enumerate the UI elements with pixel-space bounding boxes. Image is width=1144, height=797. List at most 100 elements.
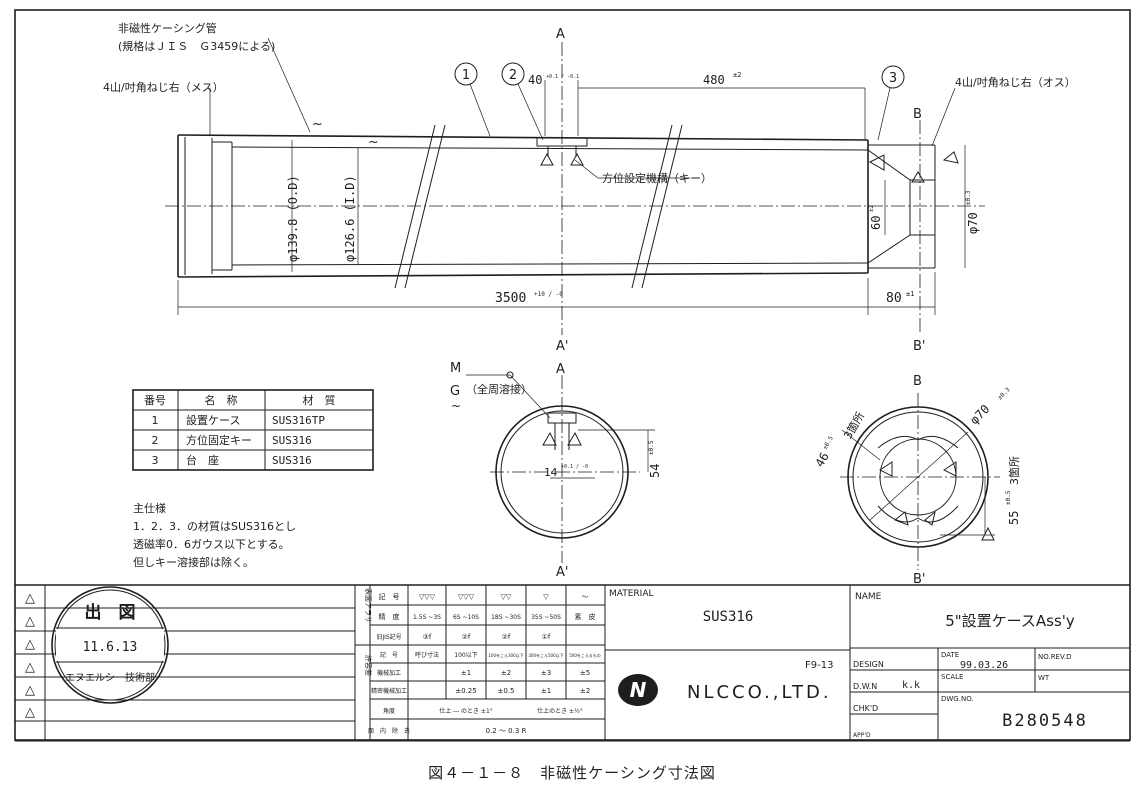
design-label: DESIGN [853, 660, 884, 669]
finish-r5-c3: ±1 [461, 669, 471, 677]
date-value: 99.03.26 [960, 660, 1008, 671]
section-a-bottom-mark-2: A' [556, 565, 568, 580]
finish-r2-c4: 18S ~30S [491, 614, 521, 621]
dim-54-tolerance: ±0.5 [648, 440, 655, 455]
finish-r4-c2: 呼び寸法 [415, 651, 439, 659]
dim-40: 40 [528, 73, 542, 87]
dim-55: 55 [1007, 511, 1021, 525]
dim-80-tolerance: ±1 [906, 290, 914, 298]
parts-row-2-name: 方位固定キー [186, 433, 252, 447]
parts-row-3-name: 台 座 [186, 453, 219, 467]
casing-spec-label: (規格はＪＩＳ Ｇ3459による) [118, 39, 275, 53]
finish-r2-c3: 6S ~10S [453, 614, 479, 621]
parts-row-3-material: SUS316 [272, 454, 312, 467]
revision-mark-2: △ [25, 614, 35, 629]
dim-70-b: φ70 [967, 402, 992, 427]
dim-80: 80 [886, 291, 902, 306]
finish-r1-c3: ▽▽▽ [458, 593, 475, 601]
finish-r2-c5: 35S ~50S [531, 614, 561, 621]
finish-r3-c5: ①f [542, 633, 551, 641]
balloon-2-label: 2 [509, 68, 517, 83]
section-a-view [466, 371, 655, 563]
balloon-3 [881, 65, 905, 89]
casing-pipe-label: 非磁性ケーシング管 [118, 21, 217, 35]
section-b-bottom-mark-2: B' [913, 572, 926, 587]
finish-r1-c1: 記 号 [379, 592, 400, 601]
finish-r4-c4: 100をこえ300以下 [488, 652, 523, 658]
finish-r8-c2: 0.2 ～ 0.3 R [486, 727, 527, 735]
dwg-no-value: B280548 [1002, 711, 1088, 731]
dim-40-tolerance: +0.1 / -0.1 [546, 74, 579, 80]
spec-notes-line-2: 透磁率0．6ガウス以下とする。 [133, 537, 290, 551]
chkd-label: CHK'D [853, 704, 878, 713]
finish-r1-c2: ▽▽▽ [419, 593, 436, 601]
scale-label: SCALE [941, 673, 963, 681]
section-a-bottom-mark: A' [556, 339, 568, 354]
finish-r4-c1: 記 号 [380, 651, 398, 659]
finish-r3-c2: ③f [423, 633, 432, 641]
rev-label: NO.REV.D [1038, 653, 1071, 661]
male-thread-label: 4山/吋角ねじ右（オス） [955, 75, 1076, 89]
stamp-top-text: 出 図 [85, 602, 136, 623]
revision-mark-5: △ [25, 683, 35, 698]
dim-3500-tolerance: +10 / -0 [534, 291, 563, 298]
finish-r6-c3: ±0.25 [455, 687, 476, 695]
company-logo: N [618, 674, 658, 706]
finish-r2-c6: 素 皮 [575, 612, 596, 621]
revision-mark-3: △ [25, 637, 35, 652]
section-a-top-mark: A [556, 27, 565, 42]
parts-header-name: 名 称 [205, 393, 238, 407]
stamp-date-text: 11.6.13 [83, 640, 138, 655]
finish-side-top: 表面アラサ [364, 588, 373, 623]
dim-14: 14 [544, 466, 558, 479]
finish-r2-c1: 精 度 [379, 612, 400, 621]
main-dimension-lines [177, 37, 966, 315]
finish-r5-c6: ±5 [580, 669, 590, 677]
dwn-label: D.W.N [853, 682, 877, 691]
finish-side-bottom: 許容差 [364, 655, 373, 676]
parts-header-number: 番号 [144, 394, 166, 407]
finish-r1-c5: ▽ [543, 593, 549, 601]
finish-r1-c6: ～ [582, 593, 589, 601]
dim-46-tolerance: ±0.5 [822, 435, 835, 451]
dim-70-tolerance: ±0.3 [965, 190, 972, 205]
finish-r5-c4: ±2 [501, 669, 511, 677]
finish-r6-c5: ±1 [541, 687, 551, 695]
parts-row-2-number: 2 [152, 434, 159, 447]
dim-3500: 3500 [495, 291, 526, 306]
finish-r2-c2: 1.5S ~3S [413, 614, 441, 621]
dim-60-tolerance: ±2 [868, 204, 875, 212]
finish-r4-c3: 100以下 [454, 652, 477, 659]
material-value: SUS316 [703, 609, 754, 625]
parts-row-1-name: 設置ケース [186, 413, 240, 427]
spec-notes-title: 主仕様 [133, 501, 166, 515]
wave-mark-2: ~ [368, 135, 379, 150]
weld-wave-mark: ~ [451, 399, 461, 413]
casing-elevation-view [165, 42, 985, 335]
material-label: MATERIAL [609, 589, 654, 599]
balloon-2 [501, 62, 525, 86]
parts-row-3-number: 3 [152, 454, 159, 467]
dim-55-tolerance: ±0.5 [1005, 490, 1012, 505]
finish-r5-c5: ±3 [541, 669, 551, 677]
weld-g-symbol: G [450, 384, 460, 399]
wt-label: WT [1038, 674, 1050, 682]
dim-480: 480 [703, 73, 725, 87]
dim-60: 60 [869, 216, 883, 230]
date-label: DATE [941, 651, 959, 659]
key-mechanism-label: 方位設定機構（キー） [602, 171, 712, 185]
dim-70: φ70 [966, 212, 980, 234]
count-3-label-b: 3箇所 [1007, 456, 1021, 485]
appd-label: APP'D [853, 732, 871, 739]
spec-notes: 主仕様 1．2．3．の材質はSUS316とし 透磁率0．6ガウス以下とする。 但… [133, 501, 296, 569]
section-b-top-mark-2: B [913, 374, 922, 389]
dwn-value: k.k [902, 680, 920, 691]
weld-m-symbol: M [450, 361, 461, 376]
dwg-no-label: DWG.NO. [941, 695, 974, 703]
revision-mark-6: △ [25, 705, 35, 720]
dim-70-b-tolerance: ±0.3 [996, 386, 1011, 401]
finish-r4-c5: 300をこえ500以下 [528, 652, 563, 658]
company-logo-letter: N [630, 678, 647, 702]
dim-inner-diameter: φ126.6 (I.D) [343, 175, 357, 262]
